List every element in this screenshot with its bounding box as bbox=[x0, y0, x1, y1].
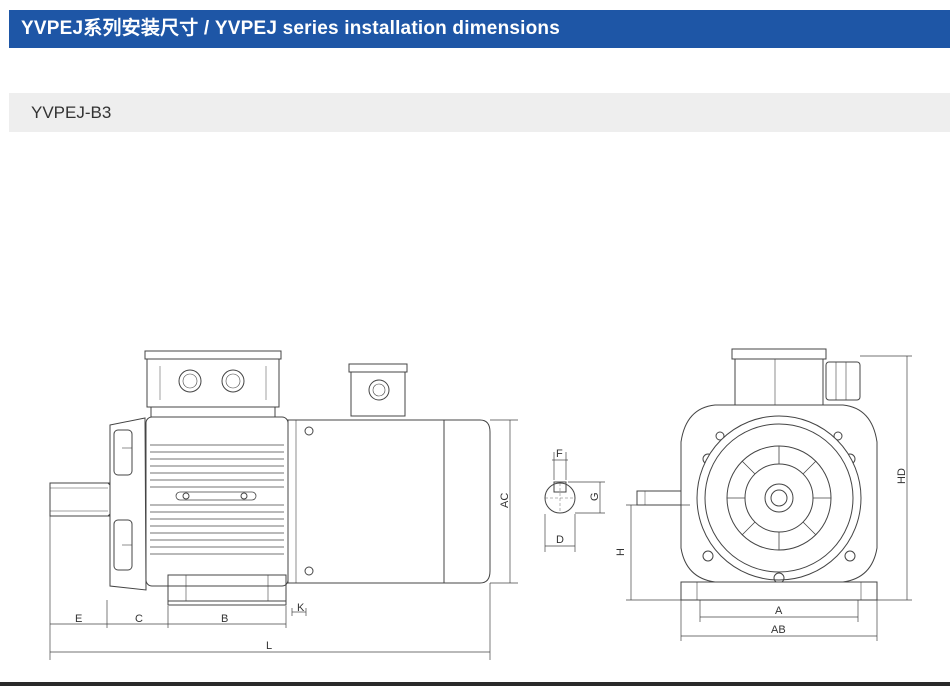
dim-hd: HD bbox=[896, 468, 908, 484]
dim-g: G bbox=[589, 492, 601, 501]
dim-c: C bbox=[135, 613, 143, 625]
end-view bbox=[636, 348, 878, 601]
model-label: YVPEJ-B3 bbox=[9, 93, 950, 132]
dim-d: D bbox=[556, 534, 564, 546]
dim-ac: AC bbox=[499, 493, 511, 508]
dim-f: F bbox=[556, 448, 563, 460]
dim-h: H bbox=[615, 548, 627, 556]
dim-e: E bbox=[75, 613, 82, 625]
dim-b: B bbox=[221, 613, 228, 625]
dim-l: L bbox=[266, 640, 272, 652]
shaft-section-view bbox=[544, 481, 576, 514]
dim-k: K bbox=[297, 602, 305, 614]
dim-a: A bbox=[775, 605, 783, 617]
bottom-divider bbox=[0, 682, 950, 686]
page-title: YVPEJ系列安装尺寸 / YVPEJ series installation … bbox=[9, 10, 950, 48]
side-view bbox=[49, 350, 491, 606]
dim-ab: AB bbox=[771, 624, 786, 636]
